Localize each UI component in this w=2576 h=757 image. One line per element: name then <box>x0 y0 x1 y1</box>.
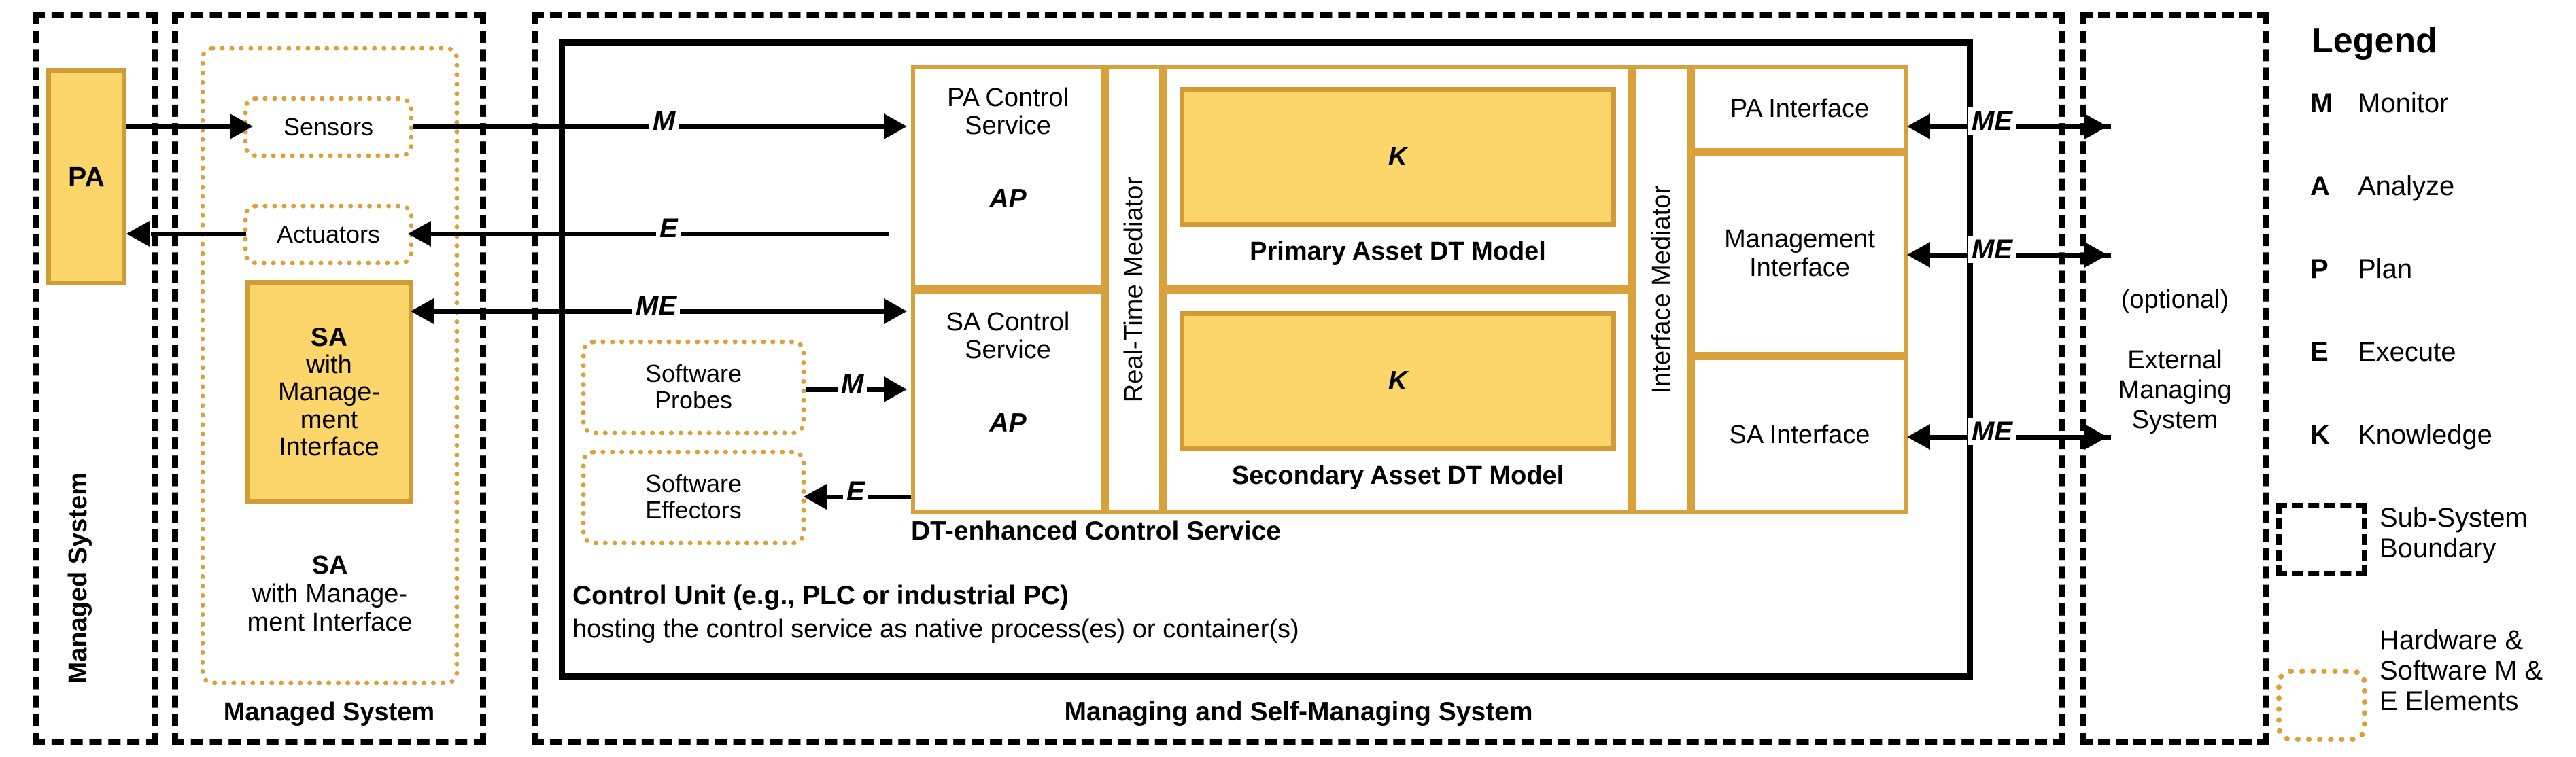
arrow-label-ext-pa: ME <box>1968 107 2016 135</box>
external-optional-label: (optional) <box>2120 285 2229 314</box>
arrow-ext-to-sa-interface-line <box>1924 435 2111 440</box>
secondary-dt-model-box: K Secondary Asset DT Model <box>1163 289 1632 514</box>
secondary-dt-knowledge: K <box>1180 311 1616 451</box>
managed-system-left-vertical-label: Managed System <box>63 472 92 684</box>
legend-text-hwsw-line1: Hardware & <box>2380 625 2524 655</box>
arrow-probes-to-sa-control-head <box>884 376 907 402</box>
legend-text-knowledge: Knowledge <box>2358 420 2492 450</box>
pa-asset-label: PA <box>68 160 105 192</box>
legend-text-analyze: Analyze <box>2358 171 2455 201</box>
legend-text-execute: Execute <box>2358 337 2456 367</box>
arrow-label-monitor-sensors: M <box>649 107 679 135</box>
legend-item-analyze: A Analyze <box>2310 171 2454 202</box>
legend-text-monitor: Monitor <box>2358 88 2449 118</box>
interface-mediator-box: Interface Mediator <box>1632 65 1691 514</box>
pa-interface-box: PA Interface <box>1691 65 1908 152</box>
arrow-actuators-to-pa-line <box>151 232 246 236</box>
primary-dt-model-box: K Primary Asset DT Model <box>1163 65 1632 289</box>
arrow-label-execute-effectors: E <box>843 478 868 505</box>
pa-control-service-box: PA Control Service AP <box>911 65 1105 289</box>
arrow-label-sa-monitor-execute: ME <box>632 292 680 319</box>
legend-key-k: K <box>2310 420 2330 450</box>
legend-key-e: E <box>2310 337 2329 367</box>
legend-text-hwsw-line3: E Elements <box>2380 686 2519 716</box>
sa-asset-box: SA with Manage- ment Interface <box>245 280 413 504</box>
arrow-ext-to-sa-interface-head <box>1907 424 1930 450</box>
arrow-pa-interface-to-ext-head <box>2084 113 2108 139</box>
sensors-box: Sensors <box>243 96 413 158</box>
arrow-sensors-to-pa-control-head <box>884 113 907 139</box>
secondary-dt-caption: Secondary Asset DT Model <box>1231 461 1564 490</box>
arrow-sa-to-sa-control-head <box>884 298 907 324</box>
hardware-software-swatch-icon <box>2276 669 2367 742</box>
pa-asset-box: PA <box>46 68 126 285</box>
arrow-pa-to-sensors-line <box>126 124 235 129</box>
arrow-pa-control-to-actuators-head <box>408 221 431 247</box>
arrow-mgmt-interface-to-ext-head <box>2084 242 2108 268</box>
legend-key-m: M <box>2310 88 2333 118</box>
arrow-ext-to-mgmt-interface-line <box>1924 253 2111 258</box>
sub-system-boundary-swatch-icon <box>2276 503 2367 576</box>
external-managing-system-boundary <box>2080 12 2269 745</box>
arrow-label-execute-actuators: E <box>656 215 681 242</box>
arrow-label-monitor-probes: M <box>838 370 868 398</box>
legend-text-hwsw-line2: Software M & <box>2380 655 2543 686</box>
arrow-actuators-to-pa-head <box>126 221 150 247</box>
arrow-label-ext-mgmt: ME <box>1968 236 2016 263</box>
legend-key-a: A <box>2310 171 2330 201</box>
sa-control-service-box: SA Control Service AP <box>911 289 1105 514</box>
legend-item-subsystem-boundary: Sub-System Boundary <box>2276 503 2528 576</box>
legend-text-subsystem-line1: Sub-System <box>2380 503 2528 533</box>
managed-system-left-boundary <box>33 12 158 745</box>
legend-item-knowledge: K Knowledge <box>2310 420 2492 451</box>
arrow-ext-to-pa-interface-line <box>1924 124 2111 129</box>
actuators-box: Actuators <box>243 204 413 265</box>
legend-item-hw-sw-elements: Hardware & Software M & E Elements <box>2276 625 2543 742</box>
legend-key-p: P <box>2310 254 2329 284</box>
dt-enhanced-control-service-label: DT-enhanced Control Service <box>911 516 1281 546</box>
managed-system-right-bottom-label: Managed System <box>223 697 435 726</box>
arrow-ext-to-pa-interface-head <box>1907 113 1930 139</box>
legend-text-subsystem-line2: Boundary <box>2380 533 2496 563</box>
legend-title: Legend <box>2312 21 2437 60</box>
legend-text-plan: Plan <box>2358 254 2413 284</box>
software-probes-box: Software Probes <box>581 340 806 435</box>
arrow-ext-to-mgmt-interface-head <box>1907 242 1930 268</box>
arrow-pa-control-to-actuators-line <box>413 232 889 236</box>
legend-item-execute: E Execute <box>2310 337 2456 368</box>
legend-item-monitor: M Monitor <box>2310 88 2448 119</box>
control-unit-title: Control Unit (e.g., PLC or industrial PC… <box>572 581 1299 644</box>
managing-system-boundary <box>532 12 2065 745</box>
primary-dt-caption: Primary Asset DT Model <box>1250 236 1546 266</box>
arrow-label-ext-sa: ME <box>1968 418 2016 445</box>
external-managing-system-text: (optional) External Managing System <box>2118 285 2232 434</box>
legend-item-plan: P Plan <box>2310 254 2412 285</box>
sa-interface-box: SA Interface <box>1691 356 1908 514</box>
primary-dt-knowledge: K <box>1180 87 1616 227</box>
managed-system-right-boundary <box>172 12 486 745</box>
software-effectors-box: Software Effectors <box>581 450 806 545</box>
arrow-pa-to-sensors-head <box>230 113 253 139</box>
management-interface-box: Management Interface <box>1691 152 1908 356</box>
real-time-mediator-box: Real-Time Mediator <box>1105 65 1163 514</box>
arrow-sa-control-to-effectors-head <box>804 484 827 510</box>
sa-caption: SA with Manage- ment Interface <box>247 551 413 637</box>
arrow-sa-interface-to-ext-head <box>2084 424 2108 450</box>
managing-system-bottom-label: Managing and Self-Managing System <box>1064 697 1533 726</box>
arrow-sa-control-to-sa-head <box>411 298 434 324</box>
